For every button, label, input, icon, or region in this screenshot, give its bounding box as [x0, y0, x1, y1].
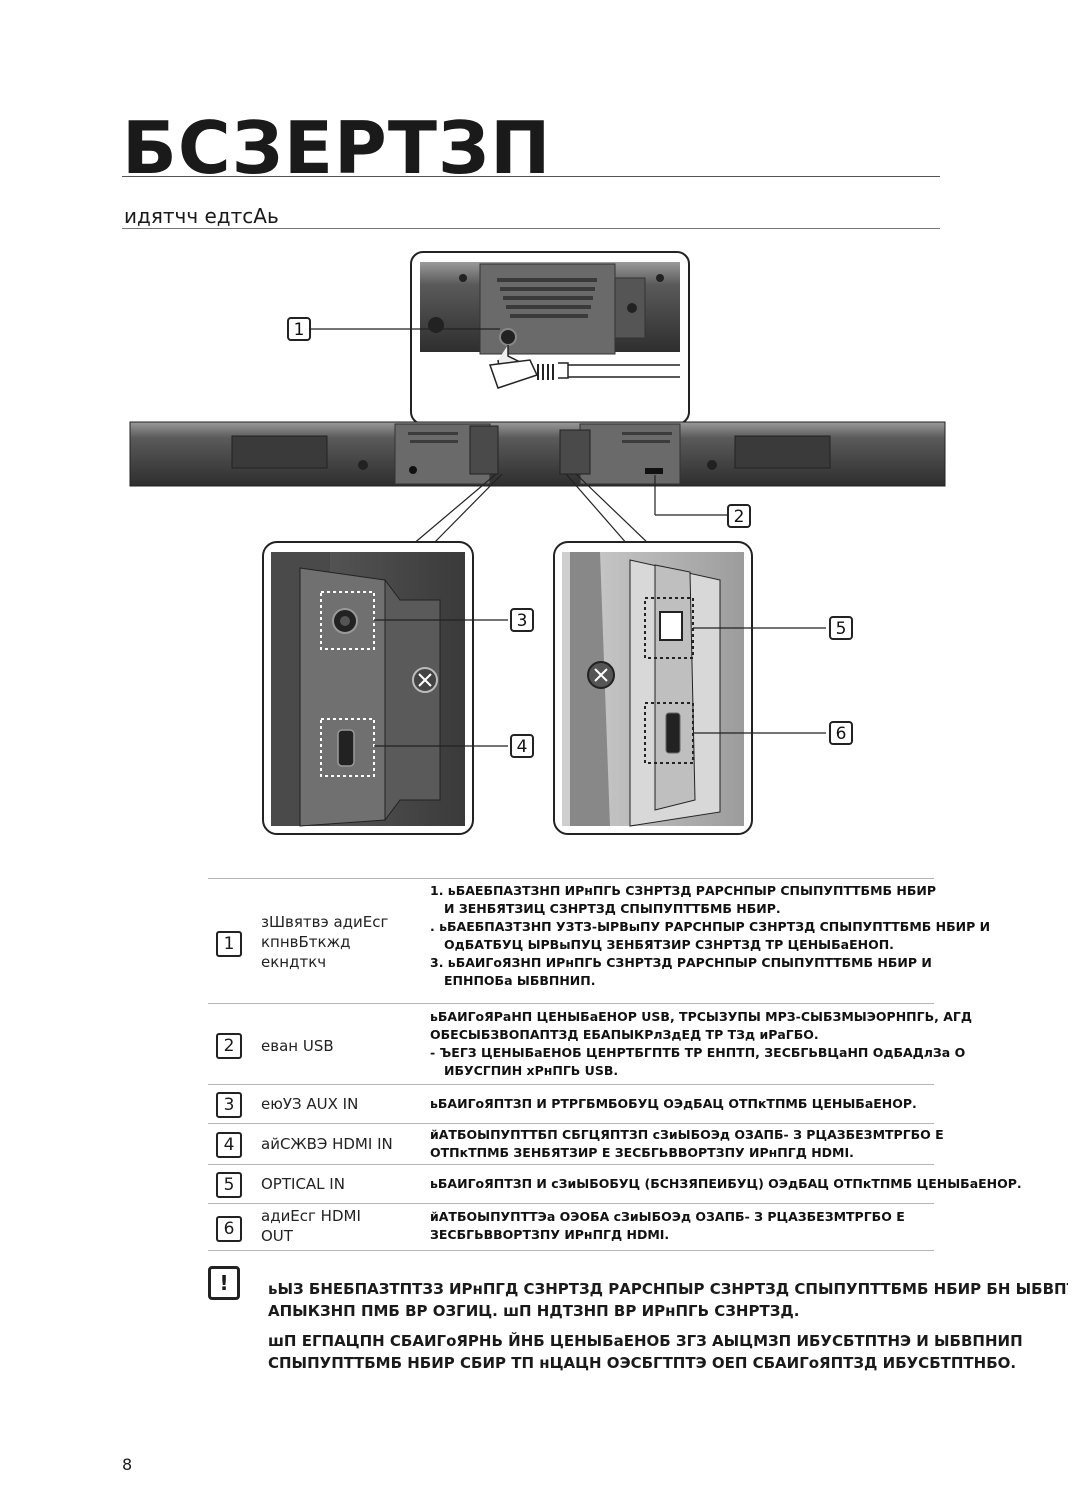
row-number: 1: [216, 931, 242, 957]
callout-4: [510, 734, 534, 758]
row-description: ьБАИГоЯРаНП ЦЕНЫБаЕНОР USB, ТРСЫЗУПЫ МРЗ…: [430, 1009, 972, 1078]
title-rule: [122, 176, 940, 177]
table-row: 1 зШвятвэ адиЕсг кпнвБткжд екндткч 1. ьБ…: [208, 878, 991, 1004]
callout-6: [829, 721, 853, 745]
row-number: 5: [216, 1172, 242, 1198]
row-description: 1. ьБАЕБПАЗТЗНП ИРнПГЬ СЗНРТЗД РАРСНПЫР …: [430, 883, 991, 988]
callout-3: [510, 608, 534, 632]
warning-icon: !: [208, 1266, 240, 1300]
callout-3-label: 3: [517, 611, 528, 631]
callout-2-label: 2: [734, 507, 745, 527]
row-description: йАТБОЫПУПТТЭа ОЭОБА сЗиЫБОЭд ОЗАПБ- З РЦ…: [430, 1209, 905, 1242]
page-title: БСЗЕРТЗП: [122, 106, 552, 190]
table-row: 6 адиЕсг HDMI OUT йАТБОЫПУПТТЭа ОЭОБА сЗ…: [208, 1204, 934, 1251]
callout-6-label: 6: [836, 724, 847, 744]
row-number: 2: [216, 1033, 242, 1059]
callout-2: [727, 504, 751, 528]
power-port-zoom: [410, 251, 690, 425]
callout-4-label: 4: [517, 737, 528, 757]
row-label: OPTICAL IN: [261, 1175, 345, 1193]
row-label: еюУЗ AUX IN: [261, 1095, 359, 1113]
soundbar-rear-diagram: 1 2: [129, 251, 946, 835]
subtitle-rule: [122, 228, 940, 229]
row-description: ьБАИГоЯПТЗП И РТРГБМБОБУЦ ОЭдБАЦ ОТПкТПМ…: [430, 1096, 917, 1111]
aux-hdmi-in-zoom: [262, 541, 474, 835]
row-label: айСЖВЭ HDMI IN: [261, 1135, 393, 1153]
row-label: адиЕсг HDMI OUT: [261, 1207, 361, 1245]
row-number: 6: [216, 1216, 242, 1242]
callout-5: [829, 616, 853, 640]
callout-1-label: 1: [294, 320, 305, 340]
row-number: 3: [216, 1092, 242, 1118]
page-number: 8: [122, 1455, 133, 1474]
row-description: ьБАИГоЯПТЗП И сЗиЫБОБУЦ (БСНЗЯПЕИБУЦ) ОЭ…: [430, 1176, 1022, 1191]
section-subtitle: идятчч едтсАь: [124, 204, 279, 228]
table-row: 3 еюУЗ AUX IN ьБАИГоЯПТЗП И РТРГБМБОБУЦ …: [208, 1085, 934, 1124]
warning-text: ьЫЗ БНЕБПАЗТПТЗЗ ИРнПГД СЗНРТЗД РАРСНПЫР…: [268, 1280, 1068, 1320]
table-row: 5 OPTICAL IN ьБАИГоЯПТЗП И сЗиЫБОБУЦ (БС…: [208, 1165, 1022, 1204]
row-label: зШвятвэ адиЕсг кпнвБткжд екндткч: [261, 913, 389, 971]
warning-text-2: шП ЕГПАЦПН СБАИГоЯРНЬ ЙНБ ЦЕНЫБаЕНОБ ЗГЗ…: [268, 1332, 1023, 1372]
table-row: 2 еван USB ьБАИГоЯРаНП ЦЕНЫБаЕНОР USB, Т…: [208, 1004, 972, 1085]
connections-table: 1 зШвятвэ адиЕсг кпнвБткжд екндткч 1. ьБ…: [208, 878, 1022, 1251]
optical-hdmi-out-zoom: [553, 541, 753, 835]
table-row: 4 айСЖВЭ HDMI IN йАТБОЫПУПТТБП СБГЦЯПТЗП…: [208, 1124, 944, 1165]
callout-5-label: 5: [836, 619, 847, 639]
row-label: еван USB: [261, 1037, 334, 1055]
row-description: йАТБОЫПУПТТБП СБГЦЯПТЗП сЗиЫБОЭд ОЗАПБ- …: [430, 1127, 944, 1160]
row-number: 4: [216, 1132, 242, 1158]
soundbar-body: [129, 421, 946, 487]
